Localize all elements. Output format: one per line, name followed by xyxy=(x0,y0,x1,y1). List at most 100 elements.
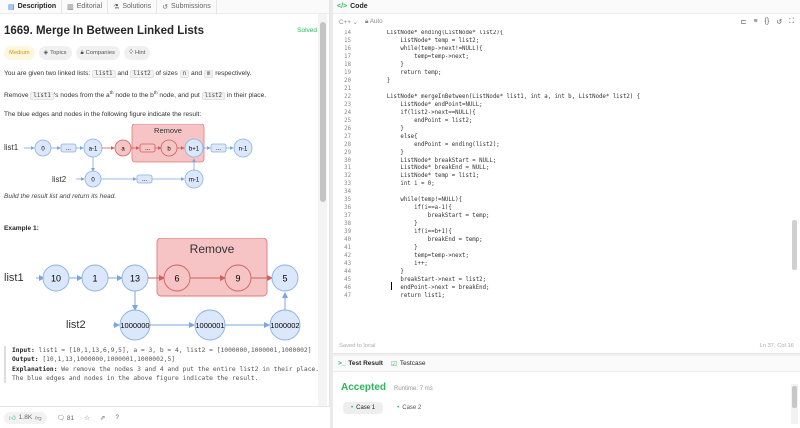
code-line[interactable]: 46 endPoint->next = breakEnd; xyxy=(333,285,800,293)
line-number: 15 xyxy=(344,37,351,44)
code-editor[interactable]: 14 ListNode* ending(ListNode* list2){15 … xyxy=(333,30,800,328)
code-text: while(temp!=NULL){ xyxy=(373,197,463,204)
code-line[interactable]: 38 } xyxy=(333,221,800,229)
code-line[interactable]: 27 else{ xyxy=(333,134,800,142)
code-line[interactable]: 40 breakEnd = temp; xyxy=(333,237,800,245)
description-paragraph-3: The blue edges and nodes in the followin… xyxy=(4,111,202,119)
difficulty-badge: Medium xyxy=(4,46,35,60)
description-scrollbar[interactable] xyxy=(318,14,327,406)
code-line[interactable]: 20 } xyxy=(333,78,800,86)
thumbs-down-icon[interactable]: 👎︎ xyxy=(35,414,42,422)
line-number: 30 xyxy=(344,157,351,164)
result-scrollbar[interactable] xyxy=(791,384,798,424)
svg-text:10: 10 xyxy=(51,274,61,284)
problem-title[interactable]: 1669. Merge In Between Linked Lists xyxy=(4,25,205,37)
code-text: } xyxy=(373,61,404,68)
line-number: 44 xyxy=(344,269,351,276)
svg-text:6: 6 xyxy=(174,274,179,284)
star-icon[interactable]: ☆ xyxy=(84,414,90,422)
comment-icon: 🗨︎ xyxy=(56,414,66,422)
code-line[interactable]: 29 } xyxy=(333,150,800,158)
thumbs-up-icon[interactable]: 👍︎ xyxy=(9,414,16,422)
hint-button[interactable]: 💡︎Hint xyxy=(123,46,151,60)
code-line[interactable]: 43 i++; xyxy=(333,261,800,269)
code-line[interactable]: 42 temp=temp->next; xyxy=(333,253,800,261)
help-icon[interactable]: ? xyxy=(115,414,119,421)
line-number: 24 xyxy=(344,109,351,116)
svg-text:...: ... xyxy=(216,146,221,152)
fullscreen-icon[interactable]: ⛶ xyxy=(789,18,794,25)
code-line[interactable]: 31 ListNode* breakEnd = NULL; xyxy=(333,165,800,173)
tab-test-result[interactable]: >_Test Result xyxy=(338,360,383,367)
code-line[interactable]: 32 ListNode* temp = list1; xyxy=(333,173,800,181)
code-line[interactable]: 28 endPoint = ending(list2); xyxy=(333,142,800,150)
code-line[interactable]: 26 } xyxy=(333,126,800,134)
code-line[interactable]: 17 temp=temp->next; xyxy=(333,54,800,62)
editor-scrollbar[interactable] xyxy=(791,30,798,326)
panel-divider[interactable] xyxy=(330,0,333,428)
result-tabs: >_Test Result ☑Testcase xyxy=(333,356,800,372)
auto-mode-toggle[interactable]: 🔒︎ Auto xyxy=(364,18,383,25)
line-number: 41 xyxy=(344,245,351,252)
tab-solutions[interactable]: ⚗Solutions xyxy=(108,0,158,14)
code-text: ListNode* endPoint=NULL; xyxy=(373,101,483,108)
history-icon: ↺ xyxy=(162,3,169,11)
code-line[interactable]: 15 ListNode* temp = list2; xyxy=(333,38,800,46)
code-line[interactable]: 45 breakStart->next = list2; xyxy=(333,277,800,285)
line-number: 37 xyxy=(344,213,351,220)
book-icon: ▥ xyxy=(67,3,74,11)
code-line[interactable]: 35 while(temp!=NULL){ xyxy=(333,197,800,205)
code-line[interactable]: 47 return list1; xyxy=(333,293,800,301)
companies-button[interactable]: 🔒︎Companies xyxy=(75,46,120,60)
code-line[interactable]: 16 while(temp->next!=NULL){ xyxy=(333,46,800,54)
braces-icon[interactable]: {} xyxy=(764,18,770,25)
code-line[interactable]: 44 } xyxy=(333,269,800,277)
line-number: 27 xyxy=(344,133,351,140)
format-icon[interactable]: ≡ xyxy=(753,18,758,25)
code-line[interactable]: 41 } xyxy=(333,245,800,253)
editor-scrollbar-thumb[interactable] xyxy=(792,220,797,270)
code-line[interactable]: 30 ListNode* breakStart = NULL; xyxy=(333,158,800,166)
code-line[interactable]: 25 endPoint = list2; xyxy=(333,118,800,126)
pass-dot-icon: • xyxy=(397,405,400,411)
code-line[interactable]: 37 breakStart = temp; xyxy=(333,213,800,221)
line-number: 20 xyxy=(344,77,351,84)
tab-editorial[interactable]: ▥Editorial xyxy=(62,0,109,14)
code-line[interactable]: 21 xyxy=(333,86,800,94)
description-scroll-area[interactable]: 1669. Merge In Between Linked Lists Solv… xyxy=(0,14,330,406)
code-line[interactable]: 36 if(i==a-1){ xyxy=(333,205,800,213)
code-text: endPoint = ending(list2); xyxy=(373,141,500,148)
line-number: 38 xyxy=(344,221,351,228)
code-line[interactable]: 33 int i = 0; xyxy=(333,181,800,189)
line-number: 21 xyxy=(344,85,351,92)
scrollbar-thumb[interactable] xyxy=(320,22,326,202)
line-number: 35 xyxy=(344,197,351,204)
example-output: Output: [10,1,13,1000000,1000001,1000002… xyxy=(12,356,176,364)
reset-icon[interactable]: ↺ xyxy=(776,19,783,26)
share-icon[interactable]: ⇗ xyxy=(99,414,106,422)
tab-testcase[interactable]: ☑Testcase xyxy=(390,360,426,368)
comment-button[interactable]: 🗨︎ 81 xyxy=(56,414,75,422)
line-number: 18 xyxy=(344,61,351,68)
bookmark-icon[interactable]: ⊏ xyxy=(740,19,747,26)
svg-text:b: b xyxy=(167,147,171,153)
code-line[interactable]: 34 xyxy=(333,189,800,197)
topics-button[interactable]: ◈Topics xyxy=(38,46,72,60)
code-line[interactable]: 39 if(i==b+1){ xyxy=(333,229,800,237)
code-text: } xyxy=(373,269,404,276)
result-scrollbar-thumb[interactable] xyxy=(792,386,797,408)
svg-text:1000000: 1000000 xyxy=(120,321,149,330)
code-line[interactable]: 14 ListNode* ending(ListNode* list2){ xyxy=(333,30,800,38)
tab-description[interactable]: ▤Description xyxy=(3,0,63,14)
tab-submissions[interactable]: ↺Submissions xyxy=(157,0,217,14)
language-select[interactable]: C++ ⌄ xyxy=(339,18,358,26)
line-number: 42 xyxy=(344,253,351,260)
code-line[interactable]: 18 } xyxy=(333,62,800,70)
case-1-tab[interactable]: •Case 1 xyxy=(343,402,384,414)
title-row: 1669. Merge In Between Linked Lists Solv… xyxy=(4,22,326,40)
code-line[interactable]: 23 ListNode* endPoint=NULL; xyxy=(333,102,800,110)
code-line[interactable]: 22 ListNode* mergeInBetween(ListNode* li… xyxy=(333,94,800,102)
code-line[interactable]: 24 if(list2->next==NULL){ xyxy=(333,110,800,118)
code-line[interactable]: 19 return temp; xyxy=(333,70,800,78)
case-2-tab[interactable]: •Case 2 xyxy=(397,405,422,411)
